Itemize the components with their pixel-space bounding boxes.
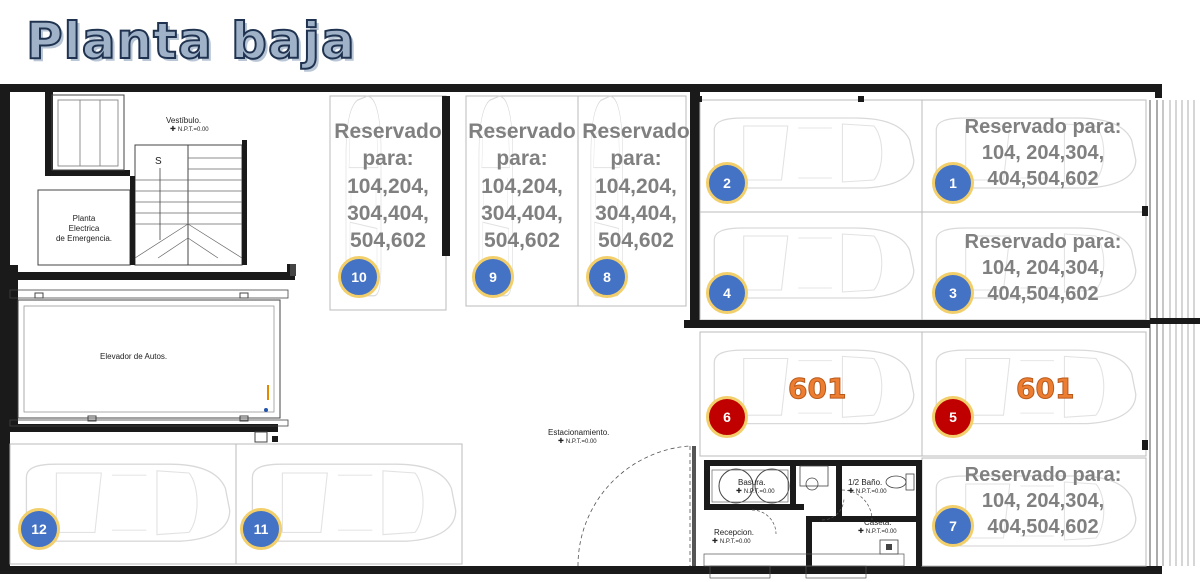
parking-bays-right xyxy=(684,92,1150,567)
parking-spot-badge-7[interactable]: 7 xyxy=(932,505,974,547)
parking-spot-badge-9[interactable]: 9 xyxy=(472,256,514,298)
level-label-vestibulo: N.P.T.=0.00 xyxy=(170,125,209,133)
room-label-vestibulo: Vestíbulo. xyxy=(166,116,202,125)
parking-spot-badge-5[interactable]: 5 xyxy=(932,396,974,438)
parking-spot-badge-2[interactable]: 2 xyxy=(706,162,748,204)
parking-bays-top xyxy=(329,95,687,311)
reserved-text-spot-7: Reservado para: 104, 204,304, 404,504,60… xyxy=(964,464,1122,538)
reserved-text-spot-1: Reservado para: 104, 204,304, 404,504,60… xyxy=(964,116,1122,190)
parking-bays-bottom xyxy=(9,443,463,565)
parking-spot-badge-4[interactable]: 4 xyxy=(706,272,748,314)
service-rooms xyxy=(577,445,922,579)
room-label-bano: 1/2 Baño. xyxy=(848,478,883,487)
room-label-elevador: Elevador de Autos. xyxy=(100,352,168,361)
room-label-caseta: Caseta. xyxy=(864,518,892,527)
level-label-estacionamiento: N.P.T.=0.00 xyxy=(558,437,597,445)
parking-spot-badge-1[interactable]: 1 xyxy=(932,162,974,204)
reserved-text-spot-10: Reservado para: 104,204, 304,404, 504,60… xyxy=(334,120,442,253)
reserved-text-spot-3: Reservado para: 104, 204,304, 404,504,60… xyxy=(964,231,1122,305)
stair-direction-mark: S xyxy=(155,156,162,167)
parking-spot-badge-10[interactable]: 10 xyxy=(338,256,380,298)
parking-spot-badge-8[interactable]: 8 xyxy=(586,256,628,298)
level-label-bano: N.P.T.=0.00 xyxy=(848,487,887,495)
room-label-planta-electrica: Planta Electrica de Emergencia. xyxy=(55,214,113,243)
exterior-walls xyxy=(0,84,1162,574)
unit-label-spot-5: 601 xyxy=(1015,372,1075,406)
level-label-caseta: N.P.T.=0.00 xyxy=(858,527,897,535)
level-label-recepcion: N.P.T.=0.00 xyxy=(712,537,751,545)
room-label-estacionamiento: Estacionamiento. xyxy=(548,428,610,437)
parking-spot-badge-3[interactable]: 3 xyxy=(932,272,974,314)
room-label-basura: Basura. xyxy=(738,478,766,487)
unit-label-spot-6: 601 xyxy=(787,372,847,406)
car-elevator-shaft xyxy=(9,280,289,443)
reserved-text-spot-9: Reservado para: 104,204, 304,404, 504,60… xyxy=(468,120,576,253)
service-core xyxy=(10,92,296,280)
room-label-recepcion: Recepcion. xyxy=(714,528,755,537)
parking-spot-badge-11[interactable]: 11 xyxy=(240,508,282,550)
level-label-basura: N.P.T.=0.00 xyxy=(736,487,775,495)
facade-hatch xyxy=(1149,100,1200,566)
page-title: Planta baja xyxy=(25,11,356,71)
parking-spot-badge-12[interactable]: 12 xyxy=(18,508,60,550)
reserved-text-spot-8: Reservado para: 104,204, 304,404, 504,60… xyxy=(582,120,690,253)
parking-spot-badge-6[interactable]: 6 xyxy=(706,396,748,438)
